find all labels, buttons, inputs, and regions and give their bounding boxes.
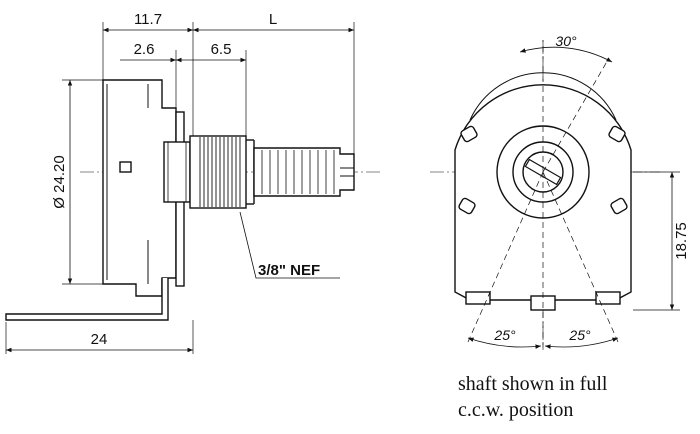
angle-arc-bottom-left <box>467 337 542 349</box>
dim-6-5-label: 6.5 <box>211 41 232 58</box>
thread-lines <box>199 137 241 207</box>
angle-arc-top <box>519 46 613 63</box>
terminal-lug <box>5 278 169 321</box>
angle-bottom-right-label: 25° <box>568 327 591 343</box>
angle-arc-bottom-right <box>544 337 619 349</box>
dim-diameter-label: Ø 24.20 <box>51 155 68 208</box>
angle-bottom-left-label: 25° <box>493 327 516 343</box>
angle-rays <box>467 40 619 352</box>
shaft <box>253 147 355 197</box>
ear-mid-left <box>458 197 476 215</box>
angle-top-label: 30° <box>555 33 577 49</box>
ear-top-right <box>608 125 626 143</box>
dim-2-6-label: 2.6 <box>134 41 155 58</box>
front-view <box>430 40 680 352</box>
caption-line-2: c.c.w. position <box>458 399 574 421</box>
terminal-right <box>595 291 621 305</box>
ear-top-left <box>460 125 478 143</box>
thread-leader <box>239 211 340 279</box>
ear-mid-right <box>610 197 628 215</box>
dim-24-label: 24 <box>91 331 108 348</box>
threaded-bushing <box>189 135 247 209</box>
rear-tab <box>119 161 132 173</box>
dim-11-7-label: 11.7 <box>134 11 162 28</box>
thread-label: 3/8" NEF <box>258 262 320 279</box>
dim-L-label: L <box>269 11 277 28</box>
dim-18-75-label: 18.75 <box>673 222 690 260</box>
front-inner-arc <box>469 72 617 121</box>
shaft-knurl <box>261 150 335 194</box>
caption-line-1: shaft shown in full <box>458 373 608 395</box>
side-view <box>5 22 380 354</box>
terminal-left <box>465 291 491 305</box>
